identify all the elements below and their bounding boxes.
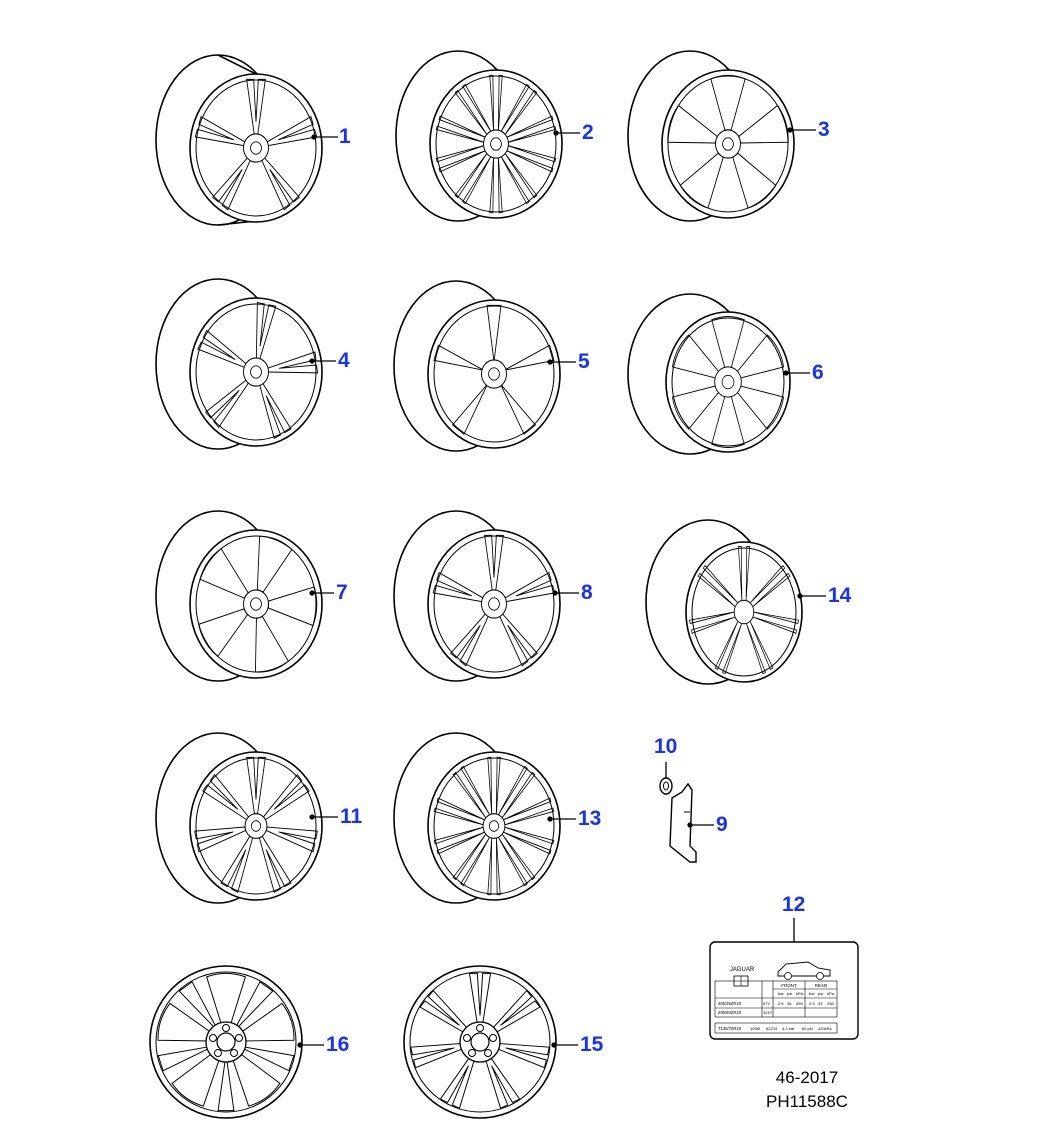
clip-part-9: [669, 782, 697, 863]
label-rear-header: REAR: [815, 983, 828, 988]
wheel-5: [393, 280, 561, 452]
wheel-3: [627, 50, 795, 222]
label-spare-kpa: 420kPa: [818, 1026, 832, 1031]
valve-part-10: [659, 777, 673, 795]
callout-13: 13: [578, 807, 602, 830]
label-row1-rear-bar: 2.3: [809, 1001, 815, 1006]
car-icon: [777, 961, 831, 980]
label-row1-front-bar: 2.5: [778, 1001, 784, 1006]
label-spare-bar: 4.2 bar: [782, 1026, 795, 1031]
wheel-8: [393, 510, 561, 682]
label-unit-bar-rear: bar: [809, 991, 815, 996]
wheel-7: [155, 510, 323, 682]
callout-2: 2: [582, 121, 594, 144]
callout-16: 16: [326, 1033, 350, 1056]
tyre-pressure-label: JAGUAR FRONT REAR bar psi kPa bar psi kP…: [709, 941, 859, 1040]
callout-7: 7: [336, 581, 348, 604]
callout-14: 14: [828, 584, 852, 607]
label-row1-front-psi: 36: [787, 1001, 792, 1006]
label-spare-index: 105M: [750, 1026, 760, 1031]
wheel-14: [645, 519, 803, 685]
label-spare-psi: 60 psi: [802, 1026, 813, 1031]
label-spare-size: T135/70R19: [718, 1026, 742, 1031]
label-brand: JAGUAR: [730, 967, 755, 973]
wheel-2: [395, 50, 563, 222]
wheel-6: [627, 293, 791, 455]
wheel-4: [155, 278, 323, 450]
label-row1-index: 97Y: [763, 1001, 770, 1006]
label-unit-psi-front: psi: [787, 991, 792, 996]
label-unit-kpa-front: kPa: [796, 991, 804, 996]
label-spare-rim: 62Z19: [766, 1026, 778, 1031]
label-row1-rear-psi: 33: [818, 1001, 823, 1006]
callout-15: 15: [580, 1033, 604, 1056]
wheel-1: [155, 54, 323, 226]
wheel-13: [393, 732, 561, 904]
callout-11: 11: [340, 805, 363, 828]
label-row2-index: 101Y: [763, 1010, 773, 1015]
callout-3: 3: [818, 118, 830, 141]
wheel-15: [403, 965, 557, 1119]
diagram-reference: PH11588C: [766, 1092, 848, 1111]
wheel-11: [155, 732, 323, 904]
callout-12: 12: [782, 893, 806, 916]
callout-5: 5: [578, 350, 590, 373]
callout-8: 8: [581, 581, 593, 604]
callout-9: 9: [716, 813, 728, 836]
diagram-code: 46-2017: [775, 1068, 839, 1087]
callout-10: 10: [654, 735, 678, 758]
label-row2-size: 295/30ZR20: [718, 1010, 742, 1015]
label-row1-size: 265/35ZR20: [718, 1001, 742, 1006]
wheel-16: [149, 965, 303, 1119]
label-row1-rear-kpa: 230: [827, 1001, 834, 1006]
label-unit-psi-rear: psi: [818, 991, 823, 996]
label-unit-kpa-rear: kPa: [827, 991, 835, 996]
callout-4: 4: [338, 349, 350, 372]
label-row1-front-kpa: 250: [796, 1001, 803, 1006]
label-front-header: FRONT: [781, 983, 797, 988]
callout-1: 1: [339, 125, 351, 148]
callout-6: 6: [812, 361, 824, 384]
leader-lines: [297, 127, 826, 1048]
label-unit-bar-front: bar: [778, 991, 784, 996]
